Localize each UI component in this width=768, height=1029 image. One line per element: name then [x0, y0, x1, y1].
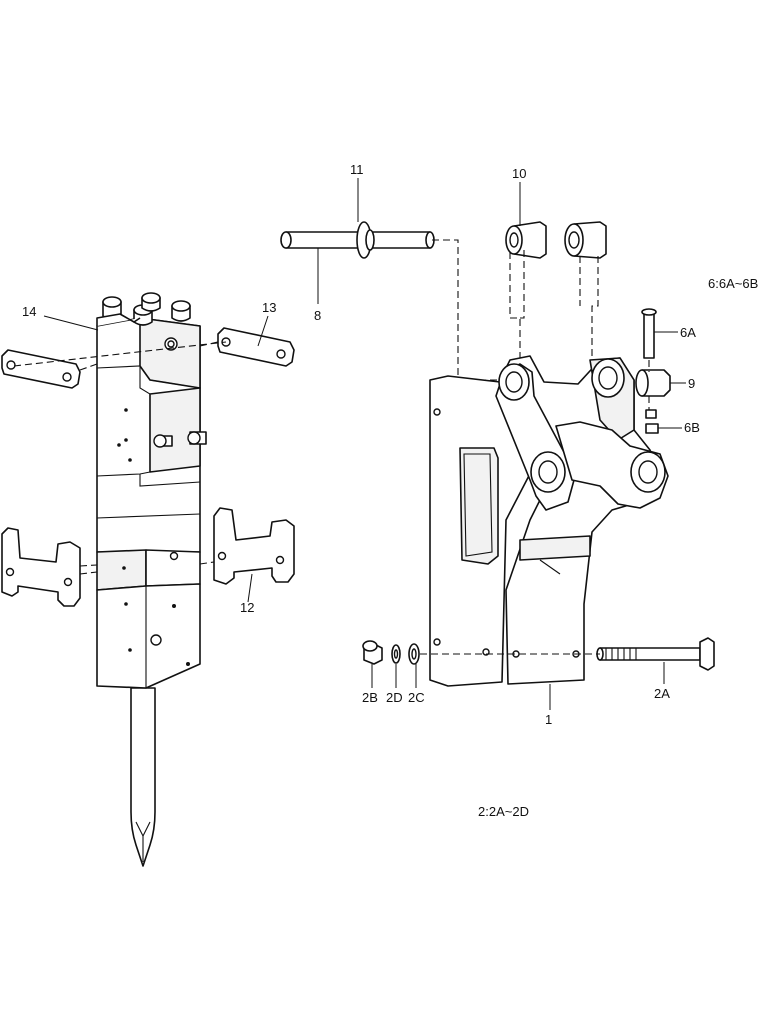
spacer-9: [635, 369, 671, 397]
callout-2c: 2C: [408, 690, 425, 705]
callout-1: 1: [545, 712, 552, 727]
upper-bracket-13: [1, 327, 295, 389]
bolt-2a: [596, 637, 715, 671]
bolt-6a: [641, 308, 657, 359]
nut-6b: [645, 409, 659, 434]
kit-note-2: 2:2A~2D: [478, 804, 529, 819]
bushings-10: [505, 221, 607, 259]
assembly-lines-top: [432, 239, 599, 381]
callout-2a: 2A: [654, 686, 670, 701]
callout-8: 8: [314, 308, 321, 323]
kit-note-6: 6:6A~6B: [708, 276, 758, 291]
breaker-assembly: [1, 292, 295, 867]
washer-2c: [408, 643, 420, 665]
callout-14: 14: [22, 304, 36, 319]
leader-lines: [43, 178, 686, 710]
callout-10: 10: [512, 166, 526, 181]
washer-2d: [391, 644, 401, 664]
callout-2b: 2B: [362, 690, 378, 705]
callout-13: 13: [262, 300, 276, 315]
callout-6a: 6A: [680, 325, 696, 340]
callout-12: 12: [240, 600, 254, 615]
nut-2b: [362, 640, 383, 665]
callout-11: 11: [350, 162, 364, 177]
main-bracket-1: [429, 355, 669, 687]
callout-9: 9: [688, 376, 695, 391]
callout-6b: 6B: [684, 420, 700, 435]
breaker-body: [96, 317, 207, 689]
chisel-tool: [130, 687, 156, 867]
pin-8: [280, 221, 435, 259]
top-bolts: [96, 292, 191, 326]
callout-2d: 2D: [386, 690, 403, 705]
lower-bracket-12: [1, 507, 295, 607]
callout-labels: 14 13 12 11 10 8 6:6A~6B 6A 9 6B 1 2A 2B…: [22, 162, 758, 819]
